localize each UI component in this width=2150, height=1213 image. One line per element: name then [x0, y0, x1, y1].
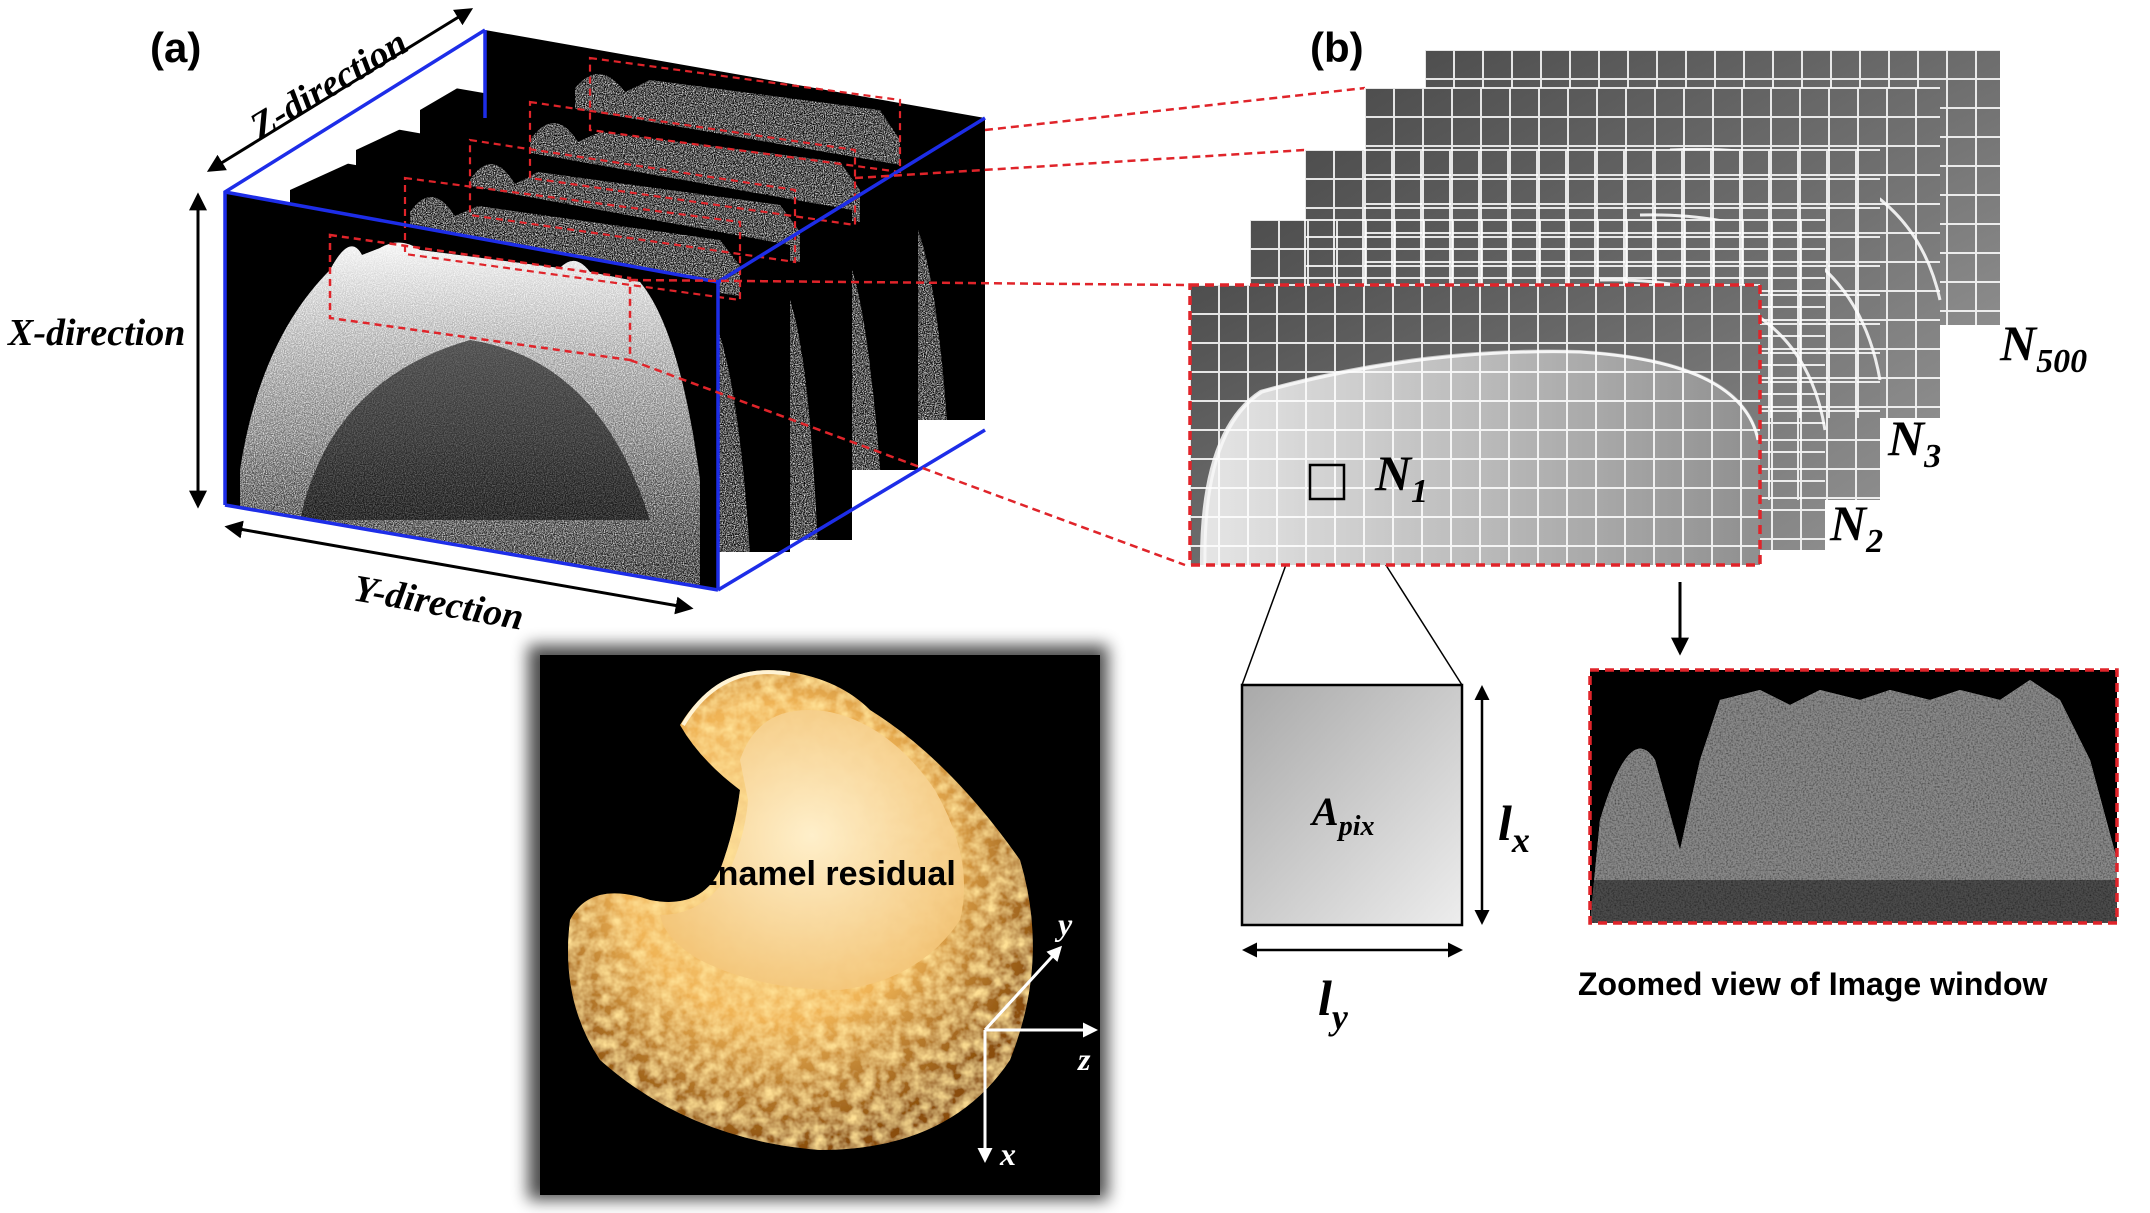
frame-label-n1: N1 [1374, 445, 1428, 510]
lx-label: lx [1498, 795, 1530, 860]
enamel-residual-region [660, 710, 965, 990]
y-direction-label: Y-direction [350, 568, 526, 639]
axis-y-label: y [1054, 906, 1073, 942]
panel-b-label: (b) [1310, 24, 1364, 71]
axis-y-arrow [983, 945, 1063, 1032]
zoom-caption: Zoomed view of Image window [1578, 966, 2047, 1002]
direction-arrows [189, 8, 694, 615]
orientation-axes [977, 945, 1098, 1163]
zoomed-image-window [1588, 668, 2119, 925]
projection-lines [629, 86, 1366, 567]
image-window-n1 [1188, 283, 1762, 567]
frame-label-n500: N500 [1999, 315, 2087, 380]
frame-label-n3: N3 [1887, 410, 1941, 475]
x-direction-label: X-direction [7, 312, 185, 354]
frame-label-n2: N2 [1829, 495, 1883, 560]
frame-n1 [1188, 283, 1762, 567]
enamel-residual-label: Enamel residual [695, 855, 956, 893]
pixel-detail: Apix lx ly [1240, 683, 1530, 1037]
panel-a-label: (a) [150, 24, 201, 71]
pixel-area-label: Apix [1309, 789, 1374, 842]
panel-c-label: (c) [553, 674, 604, 721]
axis-z-label: z [1077, 1041, 1091, 1077]
selected-pixel [1308, 463, 1346, 501]
panel-b: (b) [1188, 24, 2119, 1037]
pixel-square [1240, 683, 1464, 927]
panel-c: (c) Enamel residual y z x [528, 645, 1108, 1200]
ly-label: ly [1318, 970, 1349, 1037]
axis-x-label: x [999, 1136, 1016, 1172]
oct-front-slice [225, 192, 718, 590]
panel-a: (a) [7, 8, 986, 639]
y-direction-arrow [224, 520, 694, 615]
z-direction-arrow [206, 8, 474, 172]
